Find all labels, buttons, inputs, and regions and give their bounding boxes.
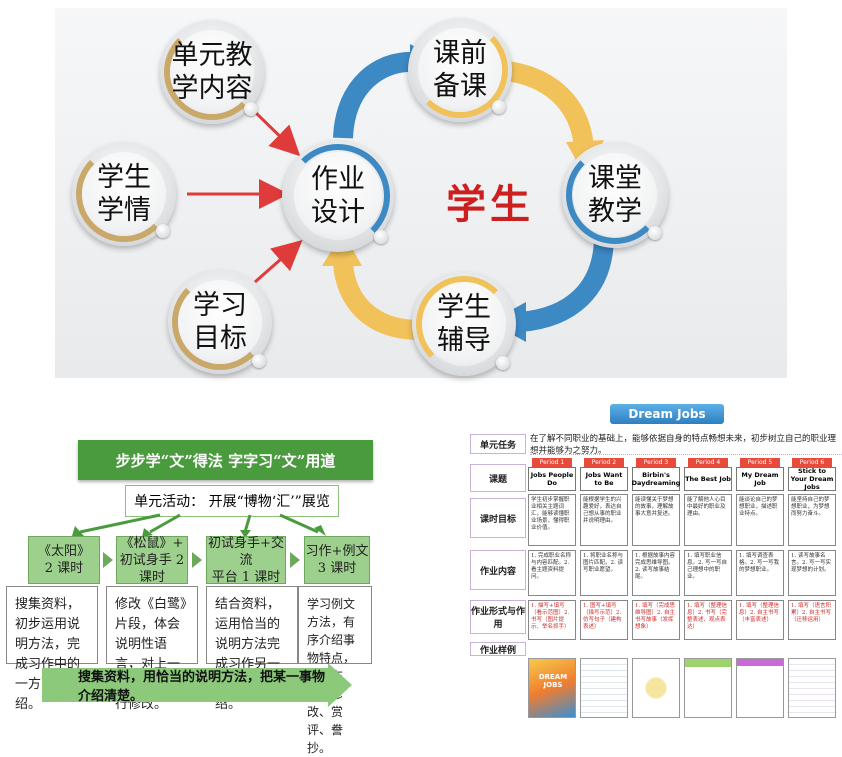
period-6-badge: Period 6 [792,458,832,467]
step-4-title: 习作+例文 [305,544,369,559]
period-5-form: 1. 填写（整理信息）2. 自主书写（丰富表述） [736,600,784,640]
period-6-goal: 能坚持自己的梦想职业，为梦想而努力奋斗。 [788,494,836,546]
red-arrow-goal [254,240,303,284]
unit-goal-banner: 搜集资料，用恰当的说明方法，把某一事物介绍清楚。 [42,668,328,704]
row-label-content: 作业内容 [470,550,526,590]
node-tutor-line2: 辅导 [437,325,491,356]
period-1-goal: 学生初步掌握职业相关主题词汇，能够读懂职业场景，懂得职业价值。 [528,494,576,546]
period-1-form: 1. 描写+填写（看示范图）2. 书写（图片提示、举名抓手） [528,600,576,640]
period-1-content: 1. 完成职业名称与内容匹配。2. 看主题资料提问。 [528,550,576,596]
period-2-content: 1. 将职业名称与图片匹配。2. 读写职业愿望。 [580,550,628,596]
center-label-students: 学生 [446,181,534,228]
step-2-box: 《松鼠》+初试身手 2 课时 [116,535,188,585]
period-6-content: 1. 读写故事名言。2. 写一写实现梦想的计划。 [788,550,836,596]
period-1-badge: Period 1 [532,458,572,467]
row-label-topic: 课题 [470,464,526,492]
node-class-line1: 课堂 [588,163,642,194]
node-goal-line1: 学习 [193,290,247,321]
period-6-sample-thumbnail [788,658,836,718]
period-4-content: 1. 填写职业信息。2. 写一写自己理想中的职业。 [684,550,732,596]
period-3-sample-thumbnail [632,658,680,718]
step-arrow-1 [103,552,113,568]
node-goal-line2: 目标 [193,323,247,354]
dream-jobs-table: Dream Jobs 单元任务 在了解不同职业的基础上，能够依据自身的特点畅想未… [470,404,842,726]
period-3-goal: 能读懂关于梦想的故事，理解故事大意并复述。 [632,494,680,546]
yellow-arrow-bottom-left [333,261,421,340]
step-3-title: 初试身手+交流 [208,535,284,568]
period-3-badge: Period 3 [636,458,676,467]
period-5-badge: Period 5 [740,458,780,467]
unit-goal-arrow-tip [328,663,352,707]
period-2-goal: 能根据学生的兴趣爱好，表达自己想从事的职业并说明理由。 [580,494,628,546]
node-student-tutoring: 学生辅导 [412,272,516,376]
red-arrow-unit [253,110,301,157]
unit-task-text: 在了解不同职业的基础上，能够依据自身的特点畅想未来，初步树立自己的职业理想并能够… [530,434,842,456]
period-6-form: 1. 填写（语言积累）2. 自主书写（迁移运用） [788,600,836,640]
step-3-box: 初试身手+交流平台 1 课时 [206,535,286,585]
dream-jobs-banner: Dream Jobs [610,404,724,424]
step-2-title: 《松鼠》+ [120,535,184,551]
node-homework-design: 作业设计 [282,140,394,252]
step-4-hours: 3 课时 [317,561,357,576]
period-3-form: 1. 填写（完成思维导图）2. 自主书写故事（发挥想象） [632,600,680,640]
node-classroom-teaching: 课堂教学 [562,142,668,248]
period-5-content: 1. 填写调查表格。2. 写一写我的梦想职业。 [736,550,784,596]
step-1-description: 搜集资料，初步运用说明方法，完成习作中的一方面的介绍。 [6,586,98,712]
sample-cover-title: DREAM JOBS [538,673,568,689]
period-5-sample-thumbnail [736,658,784,718]
period-4-topic: The Best Job [684,467,732,491]
row-label-form: 作业形式与作用 [470,600,526,634]
row-label-sample: 作业样例 [470,642,526,656]
period-1-topic: Jobs People Do [528,467,576,491]
row-label-goal: 课时目标 [470,498,526,538]
flow-connectors [72,513,326,538]
node-homework-line1: 作业 [311,164,365,195]
step-4-box: 习作+例文 3 课时 [304,536,370,584]
period-4-form: 1. 填写（整理信息）2. 书写（完整表述、观点表达） [684,600,732,640]
node-unit-line2: 学内容 [171,73,253,104]
row-label-unit-task: 单元任务 [470,434,526,454]
node-pre-class-prep: 课前备课 [408,18,512,122]
step-4-description: 学习例文方法，有序介绍事物特点，谋篇布局，修改、赏评、誊抄。 [298,586,372,755]
period-5-goal: 能谈论自己的梦想职业，描述职业特点。 [736,494,784,546]
node-unit-content: 单元教学内容 [160,20,264,124]
period-4-badge: Period 4 [688,458,728,467]
unit-flow-title: 步步学“文”得法 字字习“文”用道 [78,440,373,480]
node-homework-line2: 设计 [311,197,365,228]
step-arrow-2 [192,552,202,568]
period-4-goal: 能了解他人心目中最好的职业及理由。 [684,494,732,546]
period-6-topic: Stick to Your Dream Jobs [788,467,836,491]
node-prep-line2: 备课 [433,71,487,102]
blue-arrow-top-left [333,51,416,139]
period-5-topic: My Dream Job [736,467,784,491]
node-prep-line1: 课前 [433,38,487,69]
period-1-sample-thumbnail: DREAM JOBS [528,658,576,718]
step-2-hours: 初试身手 2 课时 [119,552,185,585]
period-3-content: 1. 根据故事内容完成思维导图。2. 读写故事结尾。 [632,550,680,596]
unit-activity-box: 单元活动： 开展“博物‘汇’”展览 [125,485,339,517]
node-unit-line1: 单元教 [171,40,253,71]
node-situation-line1: 学生 [97,162,151,193]
period-2-sample-thumbnail [580,658,628,718]
node-tutor-line1: 学生 [437,292,491,323]
step-1-box: 《太阳》 2 课时 [28,536,100,584]
period-4-sample-thumbnail [684,658,732,718]
node-class-line2: 教学 [588,196,642,227]
blue-arrow-bottom-right [518,235,614,332]
step-1-title: 《太阳》 [37,544,90,559]
node-student-situation: 学生学情 [72,142,176,246]
period-2-form: 1. 图写+填写（描写示范）2. 仿写句子（建构表述） [580,600,628,640]
step-1-hours: 2 课时 [44,561,84,576]
step-3-hours: 平台 1 课时 [211,569,281,585]
period-3-topic: Birbin's Daydreaming [632,467,680,491]
period-2-badge: Period 2 [584,458,624,467]
step-arrow-3 [290,552,300,568]
node-situation-line2: 学情 [97,195,151,226]
step-3-description: 结合资料，运用恰当的说明方法完成习作另一方面的介绍。 [206,586,298,712]
period-2-topic: Jobs Want to Be [580,467,628,491]
node-learning-goal: 学习目标 [168,270,272,374]
step-2-description: 修改《白鹭》片段，体会说明性语言，对上一方面介绍进行修改。 [106,586,198,712]
